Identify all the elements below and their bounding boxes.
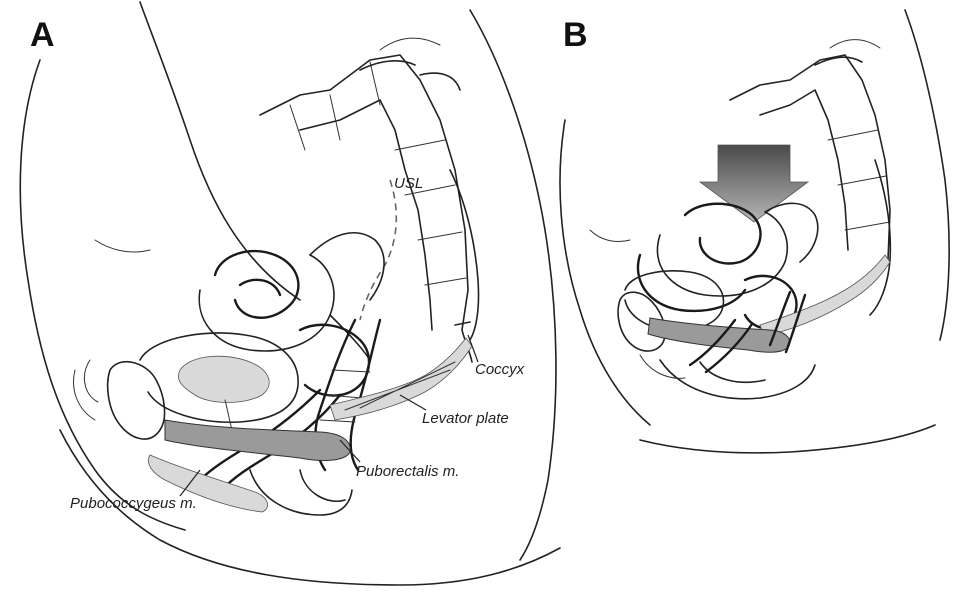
label-coccyx: Coccyx — [475, 361, 525, 378]
body-outline-b-front — [560, 120, 650, 425]
body-contour-b — [590, 230, 630, 242]
descent-arrow — [700, 145, 808, 222]
panel-b: B — [560, 10, 949, 453]
vulva-outline — [74, 360, 98, 420]
uterus — [300, 325, 369, 396]
label-levator-plate: Levator plate — [422, 410, 509, 427]
bowel-loops — [199, 233, 384, 360]
body-outline-b-back — [905, 10, 949, 340]
bowel-loops-b — [638, 203, 818, 311]
perineum-b — [660, 360, 815, 399]
body-outline-buttock — [470, 10, 556, 560]
panel-letter-b: B — [563, 16, 588, 54]
panel-a: A — [20, 2, 560, 585]
usl-ligament — [360, 180, 396, 320]
body-contour — [95, 240, 150, 252]
levator-plate-b — [760, 255, 890, 336]
label-pubococcygeus: Pubococcygeus m. — [70, 495, 197, 512]
panel-letter-a: A — [30, 16, 55, 54]
body-outline-b-thigh — [640, 425, 935, 453]
puborectalis-muscle — [165, 420, 350, 460]
label-usl: USL — [394, 175, 423, 192]
vulva-outline-b — [640, 355, 685, 378]
label-puborectalis: Puborectalis m. — [356, 463, 459, 480]
